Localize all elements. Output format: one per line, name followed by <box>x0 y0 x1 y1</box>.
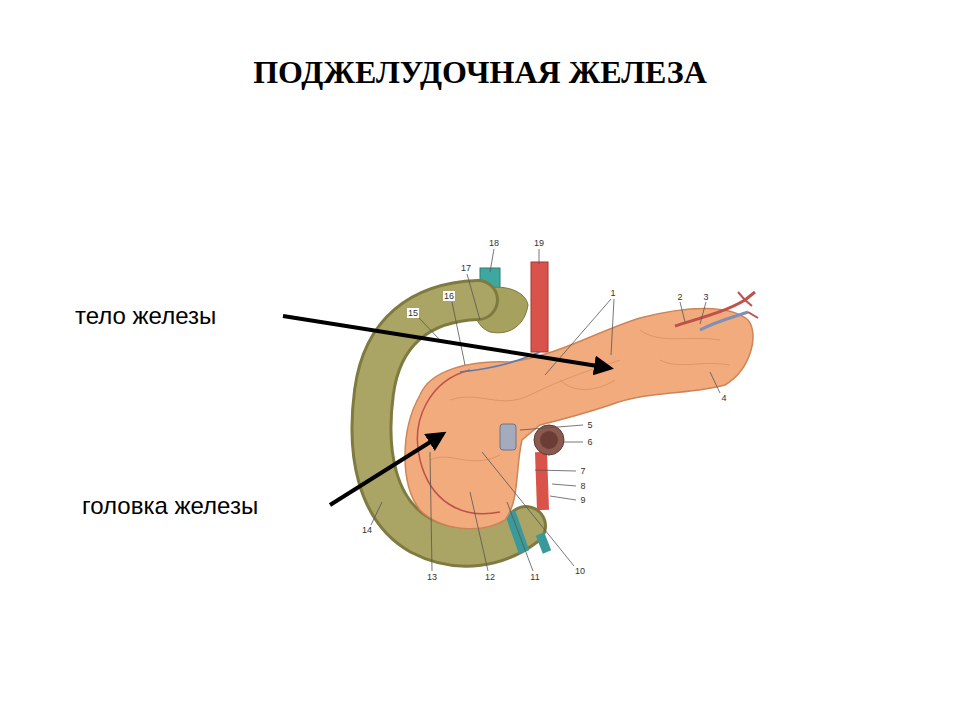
page-title: ПОДЖЕЛУДОЧНАЯ ЖЕЛЕЗА <box>0 54 960 91</box>
callout-number: 13 <box>426 572 438 582</box>
callout-number: 15 <box>407 308 419 318</box>
callout-number: 19 <box>533 238 545 248</box>
vessel-section <box>534 425 564 455</box>
leader-lines <box>371 249 720 571</box>
callout-number: 8 <box>579 481 586 491</box>
part-label: тело железы <box>75 302 216 330</box>
callout-number: 6 <box>586 437 593 447</box>
callout-number: 12 <box>484 572 496 582</box>
callout-number: 11 <box>529 572 540 582</box>
pancreas <box>405 308 753 528</box>
pointer-arrow <box>283 316 610 368</box>
aorta <box>531 262 548 352</box>
artery <box>541 452 543 510</box>
vein <box>540 534 547 552</box>
callout-number: 7 <box>579 466 586 476</box>
vessel-lumen <box>540 431 558 449</box>
callout-number: 17 <box>460 263 472 273</box>
splenic-branches <box>738 292 758 318</box>
pointer-arrow <box>330 434 443 505</box>
callout-number: 2 <box>676 292 683 302</box>
pancreas-texture <box>430 330 730 461</box>
callout-number: 10 <box>574 566 586 576</box>
callout-number: 4 <box>720 393 727 403</box>
vessel-section <box>500 424 516 450</box>
splenic-vein <box>700 312 748 330</box>
callout-number: 9 <box>579 495 586 505</box>
callout-number: 5 <box>586 420 593 430</box>
callout-number: 16 <box>443 291 455 301</box>
callout-number: 3 <box>702 292 709 302</box>
callout-number: 18 <box>488 238 500 248</box>
vein <box>510 512 524 552</box>
callout-number: 14 <box>361 525 373 535</box>
callout-number: 1 <box>609 288 616 298</box>
part-label: головка железы <box>82 492 258 520</box>
